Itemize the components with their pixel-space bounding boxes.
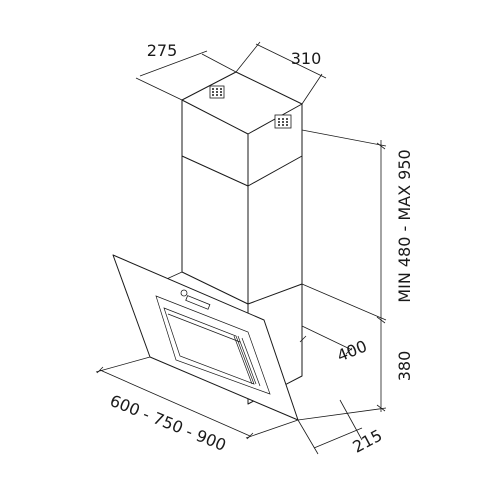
dimension-body-depth: 400 — [299, 325, 370, 365]
chimney — [181, 71, 303, 304]
label-chimney-depth: 275 — [147, 41, 178, 60]
dimension-vertical: MIN 480 - MAX 950 380 — [297, 129, 414, 421]
dimension-hood-depth: 215 — [297, 399, 385, 457]
label-chimney-width: 310 — [291, 49, 322, 68]
label-hood-depth: 215 — [349, 426, 385, 457]
control-strip — [185, 295, 211, 310]
vent-grille-right — [274, 114, 292, 129]
label-body-height: 380 — [395, 351, 414, 382]
label-body-depth: 400 — [334, 336, 369, 365]
grease-filter — [163, 307, 255, 385]
label-chimney-height: MIN 480 - MAX 950 — [395, 149, 414, 302]
glass-panel — [112, 254, 299, 421]
control-button-icon — [180, 289, 188, 297]
label-hood-widths: 600 - 750 - 900 — [107, 391, 229, 455]
dimension-chimney-depth: 275 — [135, 41, 237, 101]
vent-grille-left — [209, 85, 225, 99]
telescopic-joint — [181, 155, 303, 187]
filter-frame — [155, 295, 271, 395]
dimension-chimney-width: 310 — [235, 41, 327, 105]
